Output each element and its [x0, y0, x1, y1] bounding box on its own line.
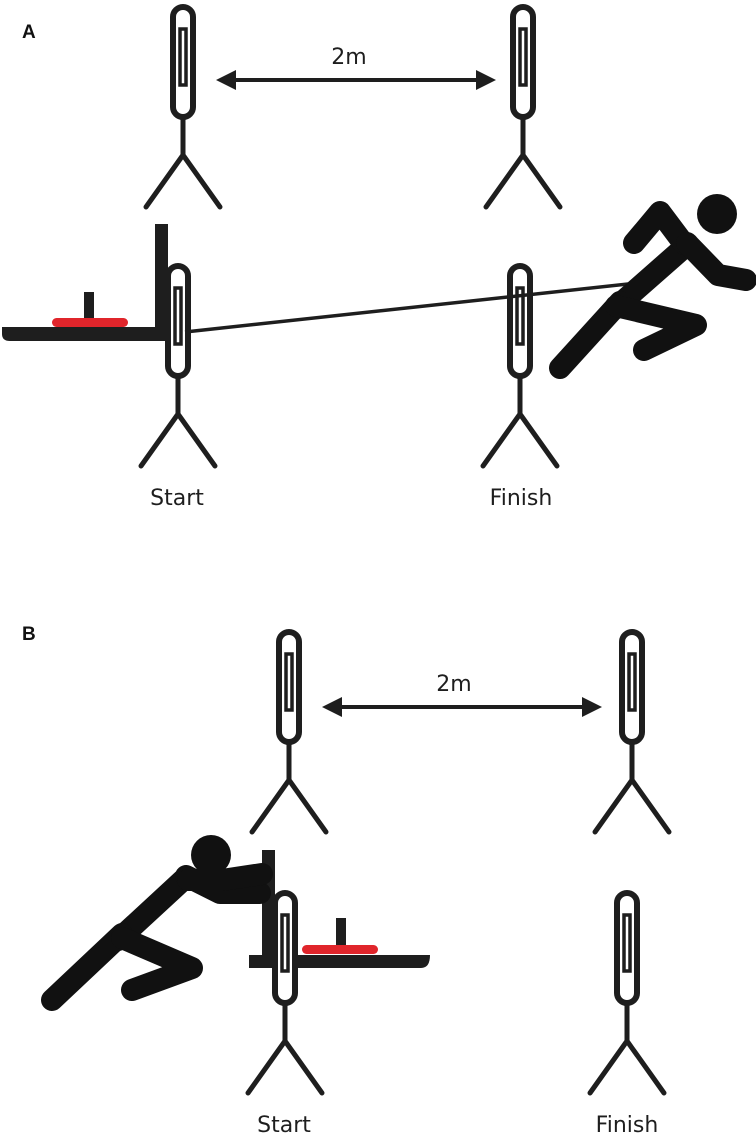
double-arrow-icon — [216, 70, 496, 90]
timing-gate-icon — [146, 7, 220, 207]
panel-a: A 2m Star — [2, 7, 756, 511]
timing-gate-icon — [252, 632, 326, 832]
distance-label: 2m — [331, 45, 366, 70]
pusher-icon — [41, 835, 273, 1011]
panel-letter-a: A — [22, 22, 36, 43]
panel-letter-b: B — [22, 624, 36, 645]
start-label: Start — [257, 1113, 311, 1135]
panel-b: B 2m Start Finis — [22, 624, 669, 1135]
sled-icon — [2, 224, 168, 341]
finish-label: Finish — [490, 486, 553, 511]
distance-label: 2m — [436, 672, 471, 697]
timing-gate-icon — [590, 893, 664, 1093]
timing-gate-icon — [141, 266, 215, 466]
timing-gate-icon — [248, 893, 322, 1093]
tow-rope — [184, 281, 638, 334]
double-arrow-icon — [322, 697, 602, 717]
finish-label: Finish — [596, 1113, 659, 1135]
start-label: Start — [150, 486, 204, 511]
timing-gate-icon — [486, 7, 560, 207]
sprinter-icon — [549, 194, 756, 379]
timing-gate-icon — [595, 632, 669, 832]
